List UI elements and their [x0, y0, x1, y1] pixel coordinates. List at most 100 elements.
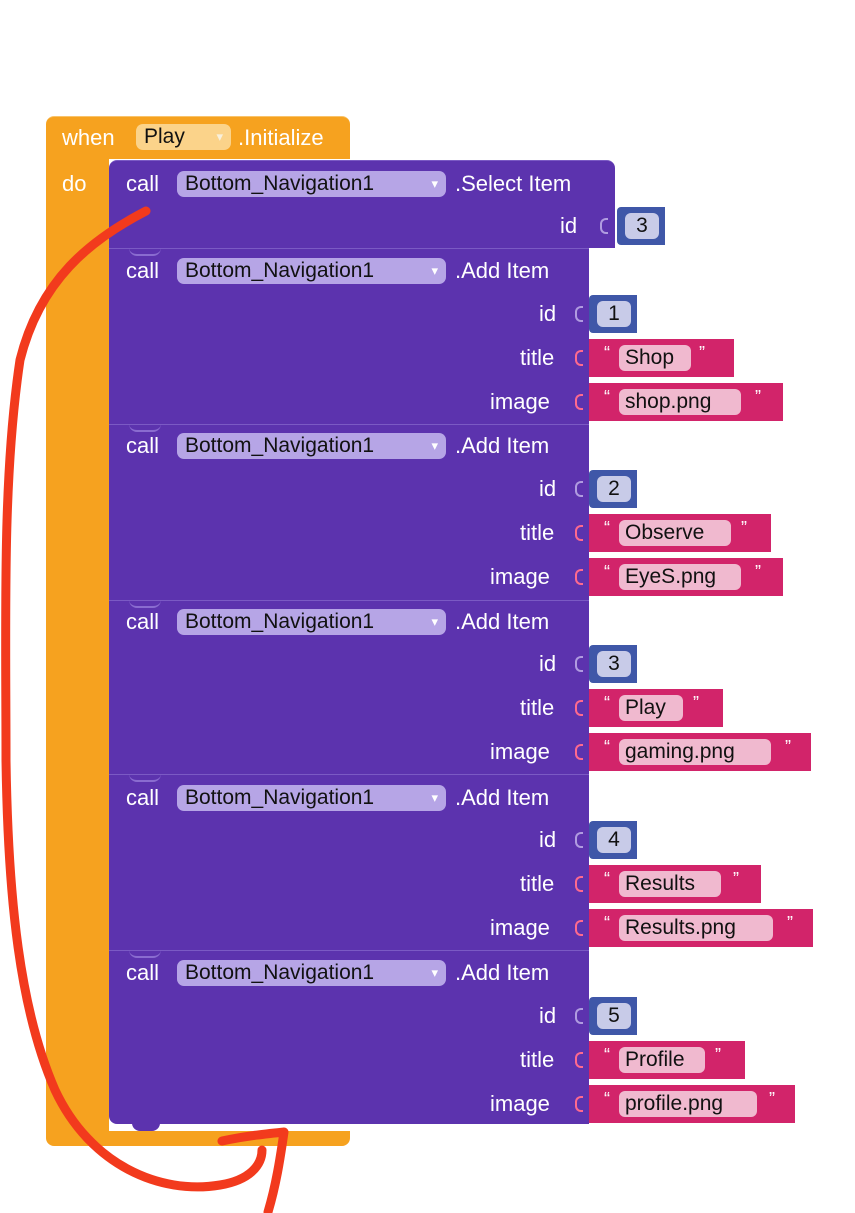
param-label-title: title [520, 871, 555, 896]
text-value[interactable]: Results.png [619, 915, 773, 941]
method-name: .Add Item [455, 785, 550, 810]
socket-connector [575, 876, 583, 892]
number-value[interactable]: 2 [597, 476, 631, 502]
text-block[interactable]: “ Results ” [589, 865, 761, 903]
quote-close: ” [769, 1089, 775, 1109]
component-dropdown-label: Bottom_Navigation1 [185, 961, 375, 984]
quote-open: “ [604, 562, 610, 582]
number-value[interactable]: 1 [597, 301, 631, 327]
param-label-image: image [490, 739, 550, 764]
component-dropdown-label: Bottom_Navigation1 [185, 172, 375, 195]
quote-open: “ [604, 693, 610, 713]
chevron-down-icon: ▾ [216, 129, 223, 144]
do-keyword: do [62, 171, 87, 196]
method-name: .Add Item [455, 433, 550, 458]
text-value[interactable]: Results [619, 871, 721, 897]
quote-open: “ [604, 1045, 610, 1065]
chevron-down-icon: ▾ [431, 438, 438, 453]
component-dropdown-bottom-navigation[interactable]: Bottom_Navigation1 ▾ [177, 433, 446, 459]
text-value[interactable]: EyeS.png [619, 564, 741, 590]
quote-open: “ [604, 1089, 610, 1109]
component-dropdown-label: Bottom_Navigation1 [185, 610, 375, 633]
socket-connector [575, 656, 583, 672]
component-dropdown-bottom-navigation[interactable]: Bottom_Navigation1 ▾ [177, 609, 446, 635]
socket-connector [575, 481, 583, 497]
component-dropdown-bottom-navigation[interactable]: Bottom_Navigation1 ▾ [177, 258, 446, 284]
text-block[interactable]: “ Observe ” [589, 514, 771, 552]
number-value[interactable]: 5 [597, 1003, 631, 1029]
text-value[interactable]: Observe [619, 520, 731, 546]
text-value[interactable]: Play [619, 695, 683, 721]
quote-open: “ [604, 518, 610, 538]
component-dropdown-label: Bottom_Navigation1 [185, 259, 375, 282]
socket-connector [575, 744, 583, 760]
component-dropdown-bottom-navigation[interactable]: Bottom_Navigation1 ▾ [177, 785, 446, 811]
quote-open: “ [604, 343, 610, 363]
number-value[interactable]: 4 [597, 827, 631, 853]
text-block[interactable]: “ gaming.png ” [589, 733, 811, 771]
quote-close: ” [699, 343, 705, 363]
socket-connector [575, 1008, 583, 1024]
number-block[interactable]: 3 [617, 207, 665, 245]
number-value[interactable]: 3 [597, 651, 631, 677]
text-value[interactable]: Profile [619, 1047, 705, 1073]
quote-open: “ [604, 913, 610, 933]
call-keyword: call [126, 609, 160, 634]
method-name: .Add Item [455, 609, 550, 634]
param-label-id: id [539, 476, 557, 501]
component-dropdown-label: Bottom_Navigation1 [185, 434, 375, 457]
text-block[interactable]: “ Shop ” [589, 339, 734, 377]
text-block[interactable]: “ Play ” [589, 689, 723, 727]
quote-close: ” [755, 562, 761, 582]
socket-connector [575, 525, 583, 541]
quote-open: “ [604, 737, 610, 757]
call-keyword: call [126, 785, 160, 810]
text-value[interactable]: gaming.png [619, 739, 771, 765]
number-block[interactable]: 5 [589, 997, 637, 1035]
socket-connector [575, 394, 583, 410]
param-label-title: title [520, 520, 555, 545]
text-value[interactable]: Shop [619, 345, 691, 371]
socket-connector [575, 569, 583, 585]
text-block[interactable]: “ Results.png ” [589, 909, 813, 947]
chevron-down-icon: ▾ [431, 263, 438, 278]
component-dropdown-bottom-navigation[interactable]: Bottom_Navigation1 ▾ [177, 960, 446, 986]
number-block[interactable]: 4 [589, 821, 637, 859]
socket-connector [575, 1052, 583, 1068]
call-keyword: call [126, 258, 160, 283]
block-connector-tab [132, 1123, 160, 1131]
text-value[interactable]: shop.png [619, 389, 741, 415]
number-block[interactable]: 1 [589, 295, 637, 333]
quote-close: ” [715, 1045, 721, 1065]
quote-close: ” [755, 387, 761, 407]
quote-open: “ [604, 869, 610, 889]
text-block[interactable]: “ Profile ” [589, 1041, 745, 1079]
param-label-id: id [539, 301, 557, 326]
chevron-down-icon: ▾ [431, 965, 438, 980]
param-label-image: image [490, 1091, 550, 1116]
quote-close: ” [693, 693, 699, 713]
text-block[interactable]: “ profile.png ” [589, 1085, 795, 1123]
number-value[interactable]: 3 [625, 213, 659, 239]
event-name: .Initialize [238, 125, 324, 150]
quote-close: ” [785, 737, 791, 757]
component-dropdown-label: Bottom_Navigation1 [185, 786, 375, 809]
text-block[interactable]: “ EyeS.png ” [589, 558, 783, 596]
event-block-body [46, 157, 109, 1132]
when-keyword: when [62, 125, 115, 150]
component-dropdown-play[interactable]: Play ▾ [136, 124, 231, 150]
component-dropdown-bottom-navigation[interactable]: Bottom_Navigation1 ▾ [177, 171, 446, 197]
number-block[interactable]: 3 [589, 645, 637, 683]
quote-close: ” [733, 869, 739, 889]
param-label-image: image [490, 915, 550, 940]
socket-connector [575, 306, 583, 322]
method-name: .Add Item [455, 258, 550, 283]
call-keyword: call [126, 433, 160, 458]
text-value[interactable]: profile.png [619, 1091, 757, 1117]
socket-connector [575, 700, 583, 716]
param-label-id: id [539, 651, 557, 676]
number-block[interactable]: 2 [589, 470, 637, 508]
param-label-id: id [560, 213, 578, 238]
text-block[interactable]: “ shop.png ” [589, 383, 783, 421]
chevron-down-icon: ▾ [431, 614, 438, 629]
